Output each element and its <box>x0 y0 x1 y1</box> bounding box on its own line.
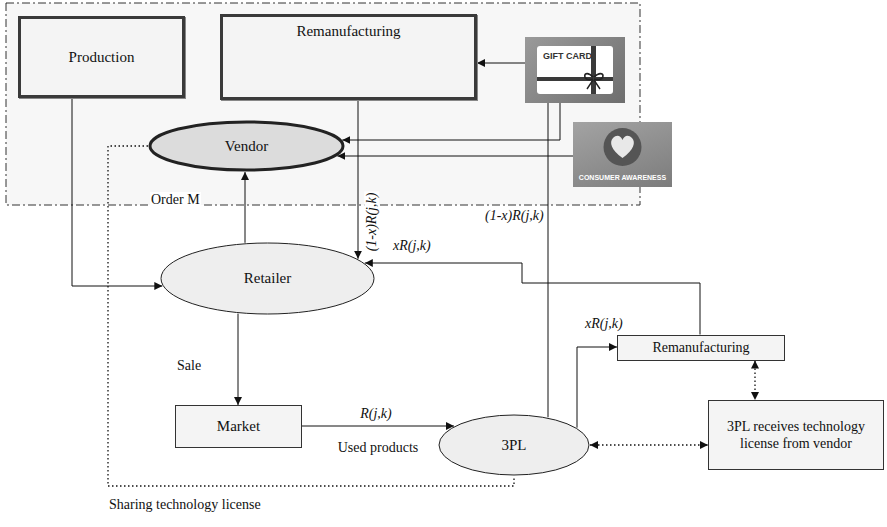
company-boundary <box>6 3 640 205</box>
flow-label: (1-x)R(j,k) <box>364 192 379 253</box>
process-box: Market <box>175 405 302 448</box>
process-box: Remanufacturing <box>220 14 477 100</box>
actor-ellipse: 3PL <box>438 414 590 476</box>
flow-label: xR(j,k) <box>392 238 432 253</box>
dotted-connector <box>754 361 755 401</box>
node-text: Retailer <box>244 270 291 287</box>
flow-arrow <box>358 100 359 259</box>
flow-arrow <box>302 426 454 427</box>
node-text: 3PL <box>501 437 526 454</box>
note-label: Used products <box>337 440 420 455</box>
flow-label: (1-x)R(j,k) <box>484 208 545 223</box>
node-text: CONSUMER AWARENESS <box>579 174 666 181</box>
actor-ellipse: Retailer <box>160 242 375 315</box>
flow-arrow <box>238 314 239 405</box>
node-text: GIFT CARD <box>543 51 592 61</box>
flow-arrow <box>342 103 560 140</box>
gift-card-image: GIFT CARD <box>525 37 625 103</box>
flow-label: Sale <box>176 358 202 373</box>
flow-arrow <box>477 63 548 417</box>
node-text: 3PL receives technology license from ven… <box>715 418 877 453</box>
node-text: Vendor <box>225 138 268 155</box>
flow-label: Order M <box>150 192 201 207</box>
actor-ellipse: Vendor <box>148 120 345 172</box>
flow-arrow <box>72 98 162 286</box>
flow-arrow <box>365 263 700 335</box>
flow-label: R(j,k) <box>359 406 392 421</box>
node-text: Remanufacturing <box>296 23 400 40</box>
node-text: Production <box>69 49 135 66</box>
dotted-connector <box>590 444 708 445</box>
node-text: Market <box>217 418 260 435</box>
note-label: Sharing technology license <box>108 497 262 512</box>
flow-label: xR(j,k) <box>584 316 624 331</box>
process-box: Remanufacturing <box>617 335 785 361</box>
node-text: Remanufacturing <box>652 340 749 356</box>
gift-card-picture <box>525 37 625 103</box>
process-box: Production <box>18 16 185 98</box>
awareness-image: CONSUMER AWARENESS <box>573 122 672 187</box>
flow-arrow <box>577 347 617 428</box>
flow-arrow <box>245 172 246 243</box>
flow-arrow <box>337 156 573 157</box>
note-box: 3PL receives technology license from ven… <box>708 400 884 470</box>
